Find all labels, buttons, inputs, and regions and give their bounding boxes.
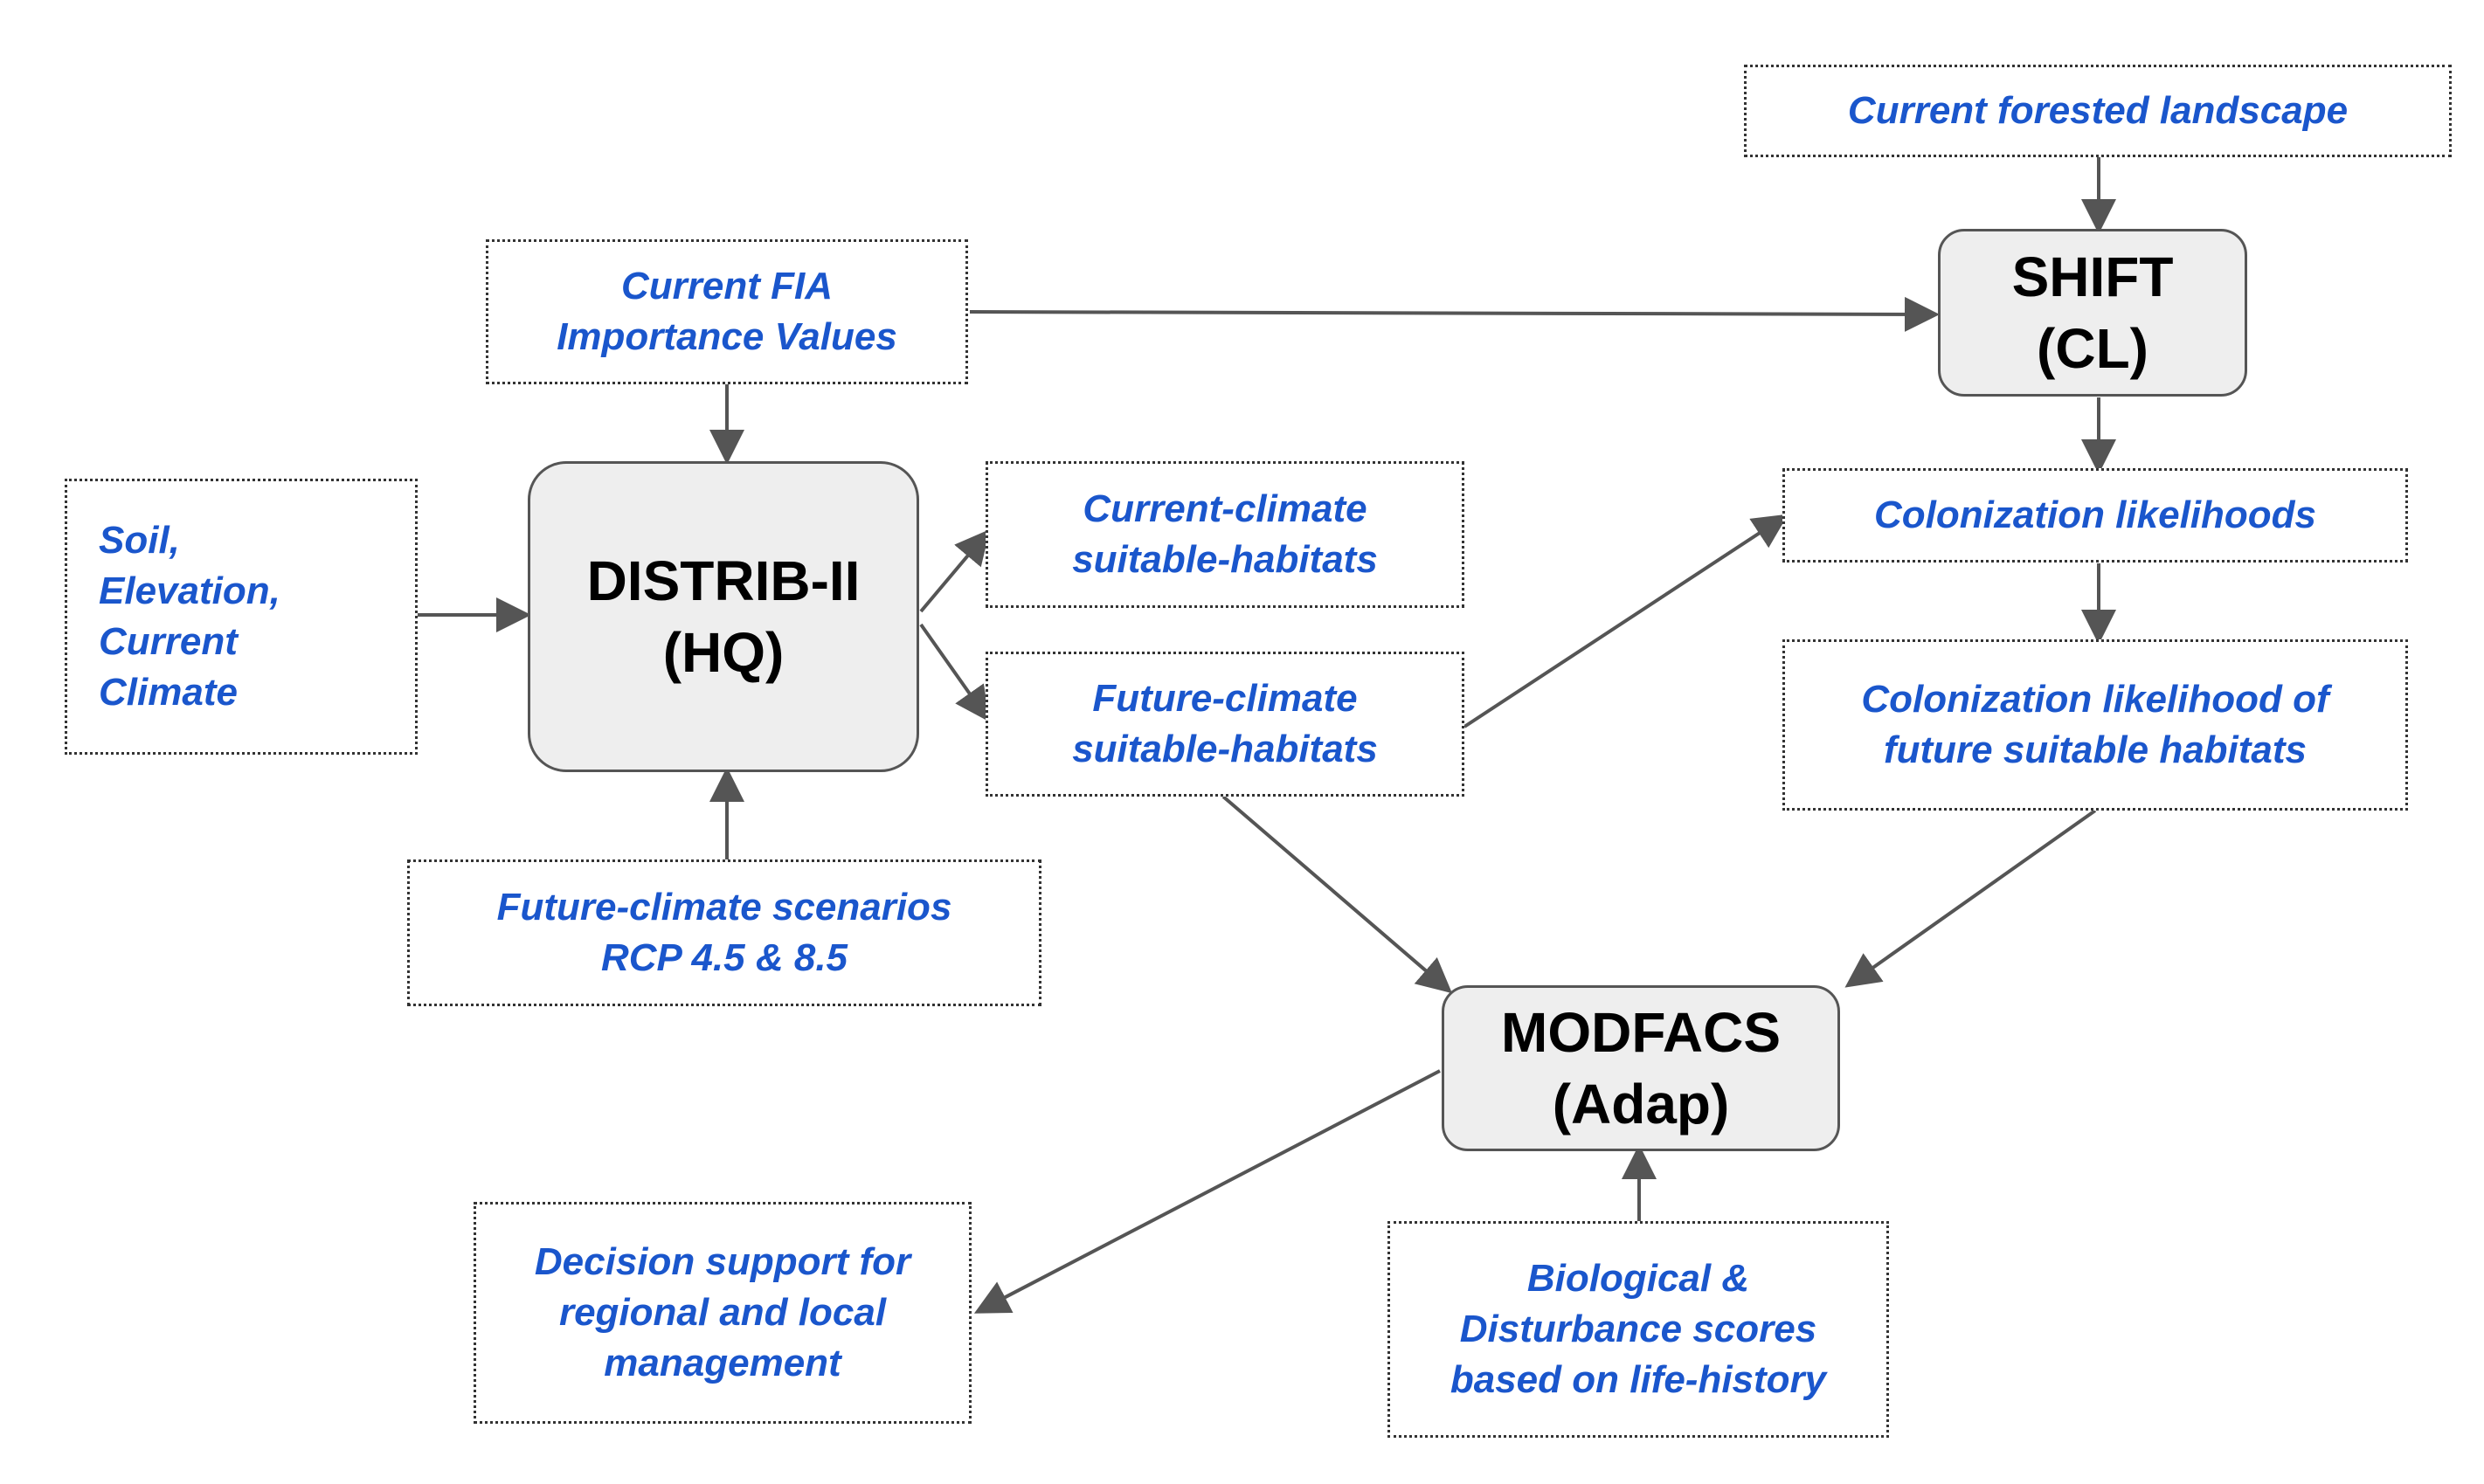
future-climate-scenarios-label: Future-climate scenarios RCP 4.5 & 8.5 <box>496 886 952 979</box>
arrow-future-habitats-to-modfacs <box>1221 795 1453 994</box>
shift-model-label: SHIFT (CL) <box>2011 245 2174 380</box>
future-colonization-label: Colonization likelihood of future suitab… <box>1861 678 2329 771</box>
current-forested-landscape-label: Current forested landscape <box>1847 89 2349 132</box>
biological-disturbance-box: Biological & Disturbance scores based on… <box>1387 1221 1889 1438</box>
arrow-fia-to-shift <box>969 296 1940 332</box>
modfacs-model-box: MODFACS (Adap) <box>1442 985 1840 1151</box>
fia-importance-values-box: Current FIA Importance Values <box>486 239 968 384</box>
current-climate-habitats-box: Current-climate suitable-habitats <box>986 461 1464 608</box>
arrow-modfacs-to-decision <box>973 1069 1441 1314</box>
soil-elevation-climate-label: Soil, Elevation, Current Climate <box>99 519 280 714</box>
decision-support-box: Decision support for regional and local … <box>474 1202 972 1424</box>
future-climate-habitats-box: Future-climate suitable-habitats <box>986 652 1464 797</box>
future-climate-scenarios-box: Future-climate scenarios RCP 4.5 & 8.5 <box>407 859 1041 1006</box>
colonization-likelihoods-label: Colonization likelihoods <box>1874 494 2316 536</box>
shift-model-box: SHIFT (CL) <box>1938 229 2247 397</box>
soil-elevation-climate-box: Soil, Elevation, Current Climate <box>65 479 418 755</box>
modfacs-model-label: MODFACS (Adap) <box>1501 1001 1781 1135</box>
future-climate-habitats-label: Future-climate suitable-habitats <box>1072 677 1378 770</box>
current-climate-habitats-label: Current-climate suitable-habitats <box>1072 487 1378 581</box>
arrow-future-colonization-to-modfacs <box>1844 809 2097 988</box>
colonization-likelihoods-box: Colonization likelihoods <box>1782 468 2408 563</box>
decision-support-label: Decision support for regional and local … <box>534 1240 911 1384</box>
future-colonization-box: Colonization likelihood of future suitab… <box>1782 639 2408 811</box>
distrib-model-label: DISTRIB-II (HQ) <box>586 549 861 684</box>
current-forested-landscape-box: Current forested landscape <box>1744 65 2452 157</box>
fia-importance-values-label: Current FIA Importance Values <box>557 265 897 358</box>
biological-disturbance-label: Biological & Disturbance scores based on… <box>1450 1257 1827 1401</box>
distrib-model-box: DISTRIB-II (HQ) <box>528 461 919 772</box>
arrow-distrib-to-future-habitats <box>919 623 990 722</box>
arrow-distrib-to-current-habitats <box>919 528 991 613</box>
arrow-future-habitats-to-colonization <box>1463 514 1789 728</box>
